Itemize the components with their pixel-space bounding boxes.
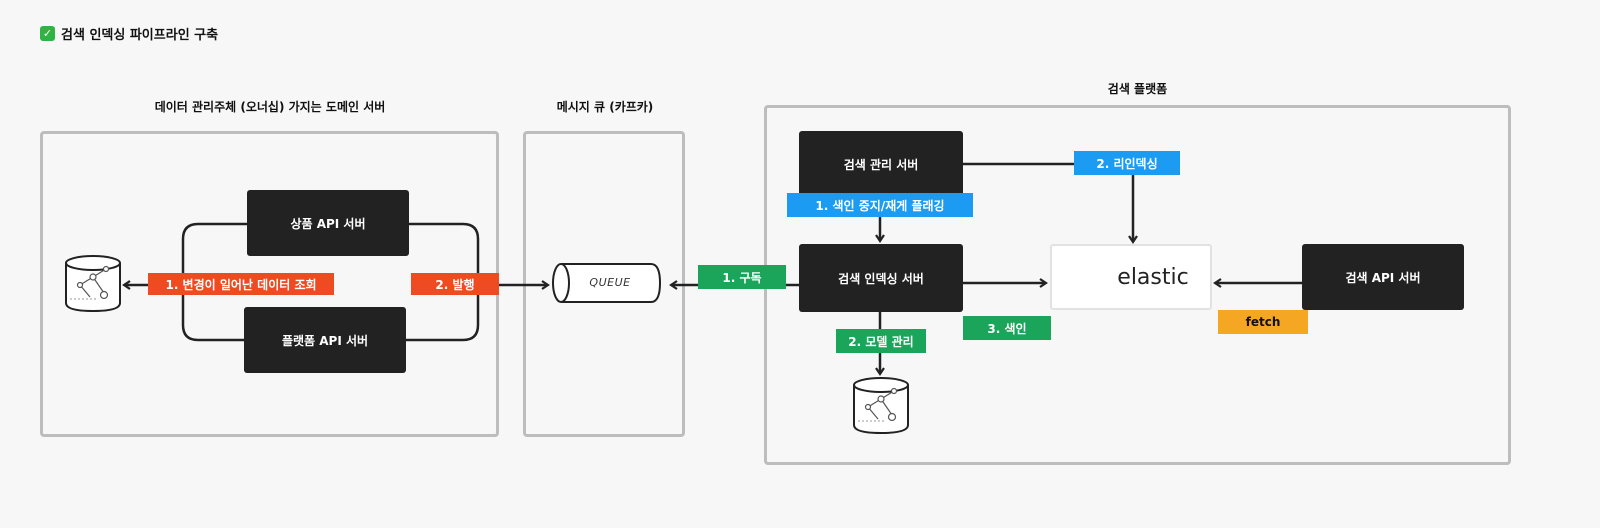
platform-api-server: 플랫폼 API 서버 <box>244 307 406 373</box>
pause-resume-tag: 1. 색인 중지/재게 플래깅 <box>787 193 973 217</box>
check-icon: ✓ <box>40 26 55 41</box>
search-admin-server: 검색 관리 서버 <box>799 131 963 197</box>
reindex-tag: 2. 리인덱싱 <box>1074 151 1180 175</box>
search-indexing-server: 검색 인덱싱 서버 <box>799 244 963 312</box>
platform-group-label: 검색 플랫폼 <box>1107 82 1168 96</box>
page-title: ✓ 검색 인덱싱 파이프라인 구축 <box>40 24 218 43</box>
queue-label: QUEUE <box>589 276 631 289</box>
page-title-text: 검색 인덱싱 파이프라인 구축 <box>61 28 219 43</box>
index-tag: 3. 색인 <box>963 316 1051 340</box>
lookup-changed-tag: 1. 변경이 일어난 데이터 조회 <box>148 273 334 295</box>
elastic-label: elastic <box>1117 264 1189 290</box>
search-api-server: 검색 API 서버 <box>1302 244 1464 310</box>
fetch-tag: fetch <box>1218 310 1308 334</box>
subscribe-tag: 1. 구독 <box>698 265 786 289</box>
publish-tag: 2. 발행 <box>411 273 499 295</box>
queue-group-label: 메시지 큐 (카프카) <box>556 100 654 114</box>
indexing-database-icon <box>853 377 909 435</box>
reindex-arrow <box>963 162 1138 244</box>
product-api-server: 상품 API 서버 <box>247 190 409 256</box>
elastic-node: elastic <box>1050 244 1212 310</box>
domain-database-icon <box>65 255 121 313</box>
queue-cylinder-icon <box>552 263 662 303</box>
domain-group-label: 데이터 관리주체 (오너십) 가지는 도메인 서버 <box>154 100 386 114</box>
model-manage-tag: 2. 모델 관리 <box>836 329 926 353</box>
